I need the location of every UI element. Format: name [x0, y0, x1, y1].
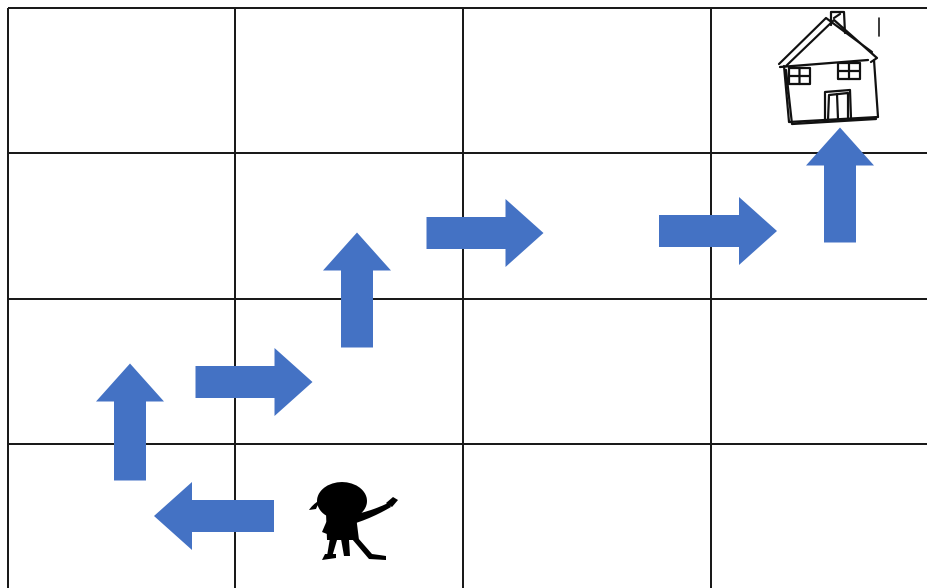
arrow-right-icon — [427, 199, 544, 267]
arrow-right-icon — [659, 197, 777, 265]
arrow-up-icon — [806, 128, 874, 243]
arrow-right-icon — [196, 348, 313, 416]
arrow-left-icon — [154, 482, 274, 550]
arrow-up-icon — [323, 233, 391, 348]
path-arrows — [96, 128, 874, 551]
house-icon — [779, 12, 879, 124]
arrow-up-icon — [96, 364, 164, 481]
child-silhouette-icon — [309, 482, 398, 560]
